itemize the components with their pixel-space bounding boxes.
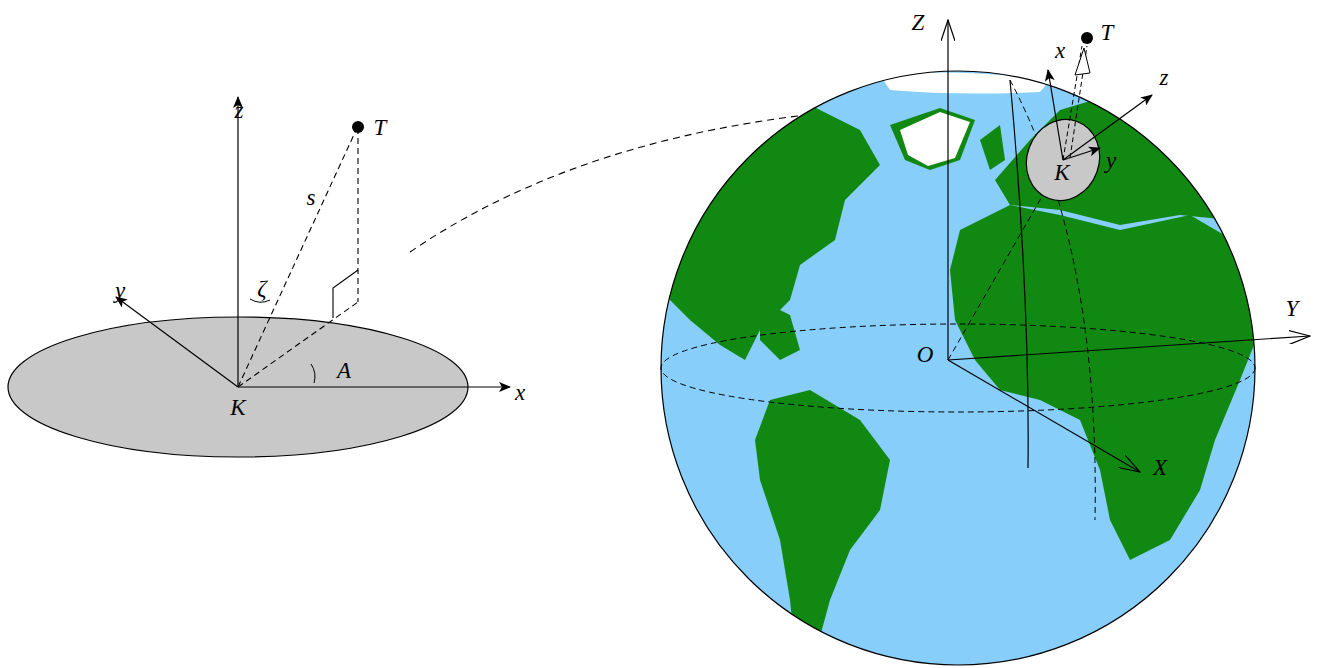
axis-label: O — [917, 343, 934, 366]
axis-label: T — [374, 116, 387, 139]
axis-label: x — [515, 381, 525, 404]
axis-label: T — [1101, 21, 1114, 44]
axis-label: z — [1160, 66, 1169, 89]
axis-label: Z — [912, 11, 925, 34]
axis-label: K — [1054, 161, 1069, 184]
axis-label: Y — [1286, 297, 1299, 320]
axis-label: z — [235, 99, 244, 122]
axis-label: K — [230, 396, 245, 419]
axis-label: y — [115, 279, 125, 302]
axis-label: x — [1055, 39, 1065, 62]
axis-label: s — [307, 186, 316, 209]
axis-label: y — [1106, 149, 1116, 172]
axis-label: A — [337, 359, 351, 382]
axis-label: ζ — [257, 277, 266, 300]
axis-label: X — [1153, 456, 1167, 479]
